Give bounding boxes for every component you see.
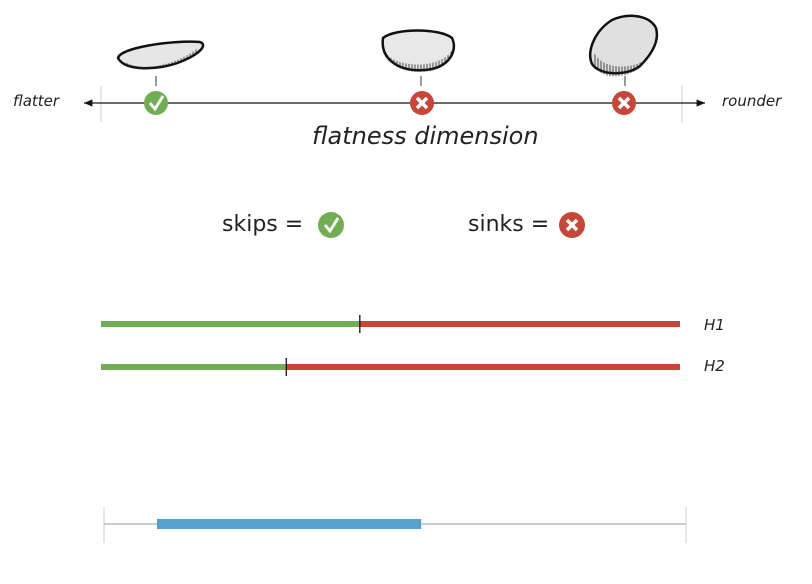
hypothesis-label: H2 <box>704 357 725 375</box>
axis-title: flatness dimension <box>312 122 539 150</box>
interval-track <box>103 507 687 543</box>
stone-flat <box>116 40 205 86</box>
axis-left-label: flatter <box>13 92 60 110</box>
legend-check-icon <box>318 212 344 238</box>
hypothesis-label: H1 <box>704 316 725 334</box>
cross-icon <box>612 91 636 115</box>
check-icon <box>144 91 168 115</box>
legend-cross-icon <box>559 212 585 238</box>
hypothesis-bars <box>101 315 680 376</box>
stone-medium <box>381 29 456 86</box>
legend-skips-label: skips = <box>222 212 304 237</box>
axis-right-label: rounder <box>722 92 782 110</box>
legend-sinks-label: sinks = <box>468 212 550 237</box>
cross-icon <box>410 91 434 115</box>
stone-round <box>589 14 659 86</box>
